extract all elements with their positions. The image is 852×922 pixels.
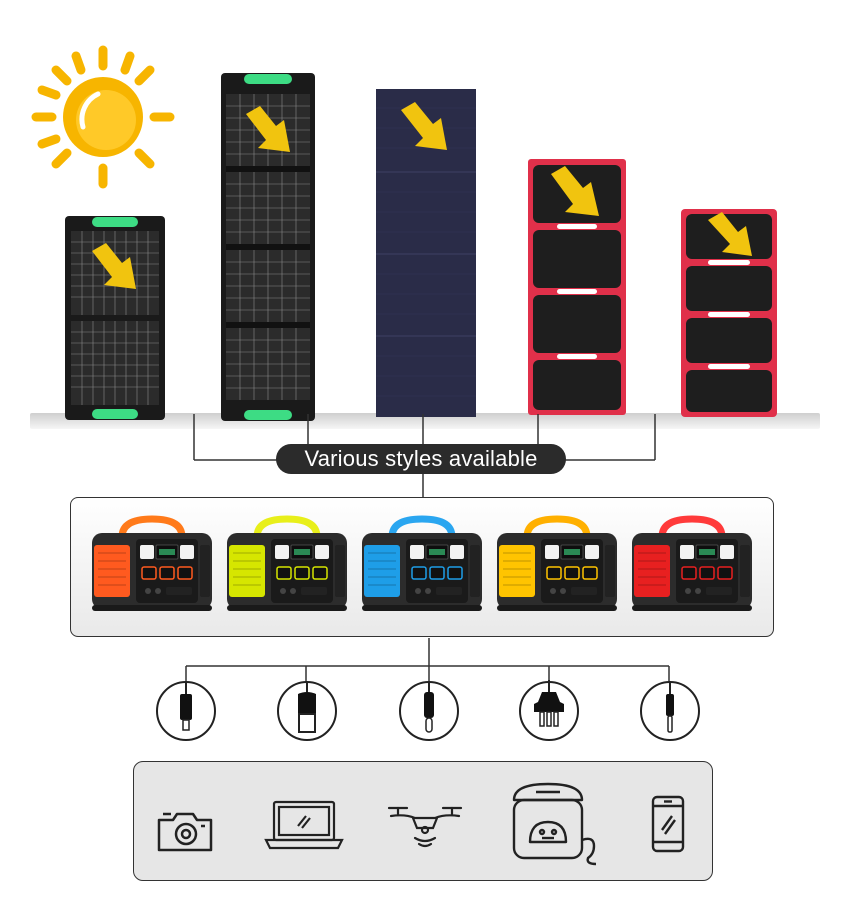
usb-c-plug-icon: [399, 681, 459, 741]
navy-fabric-panel: [376, 89, 476, 417]
ac-wall-plug-icon: [519, 680, 579, 741]
devices-box: [133, 761, 713, 881]
lightning-plug-icon: [640, 681, 700, 741]
four-fold-panel-green-handles: [221, 73, 315, 421]
orange-power-station: [92, 515, 212, 611]
styles-caption: Various styles available: [276, 444, 566, 474]
sun-icon: [31, 45, 175, 189]
red-power-station: [632, 515, 752, 611]
blue-power-station: [362, 515, 482, 611]
red-frame-panel-large: [528, 159, 626, 415]
drone-icon: [387, 806, 463, 848]
usb-a-plug-icon: [277, 681, 337, 741]
camera-icon: [157, 812, 213, 852]
laptop-icon: [264, 800, 344, 850]
rice-cooker-icon: [512, 782, 597, 866]
yellow-power-station: [497, 515, 617, 611]
smartphone-icon: [651, 795, 685, 853]
red-frame-panel-small: [681, 209, 777, 417]
dc-barrel-plug-icon: [156, 681, 216, 741]
lime-power-station: [227, 515, 347, 611]
two-fold-panel-green-handles: [65, 216, 165, 420]
